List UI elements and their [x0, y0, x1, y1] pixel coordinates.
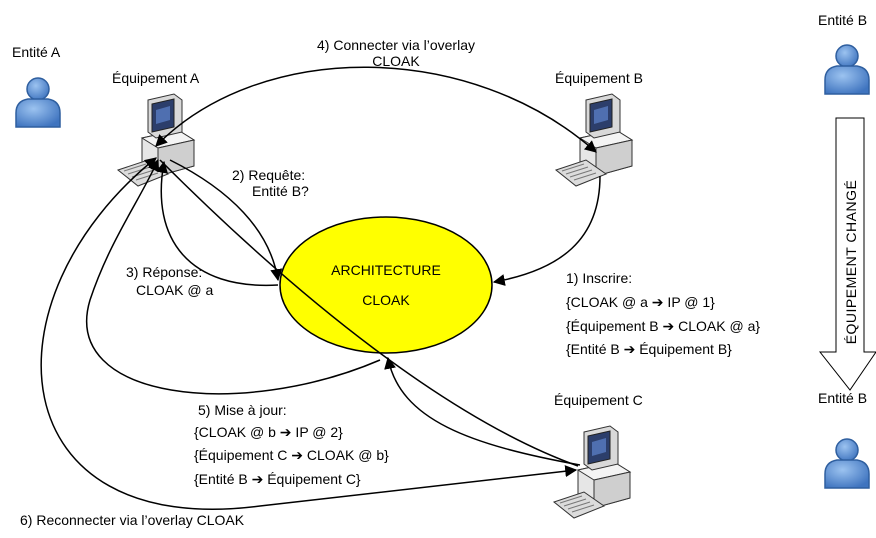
step5-line2: {Équipement C ➔ CLOAK @ b} [194, 447, 389, 463]
a-c-diagonal-line [159, 159, 579, 467]
entity-a-label: Entité A [12, 44, 61, 60]
step2-line1: 2) Requête: [232, 167, 306, 183]
step1-line3: {Entité B ➔ Équipement B} [566, 341, 732, 357]
entity-b-bottom-label: Entité B [818, 390, 868, 406]
entity-b-top-person-icon [824, 44, 870, 95]
step1-line1: {CLOAK @ a ➔ IP @ 1} [566, 294, 715, 310]
equipment-changed-arrow [818, 117, 876, 391]
step5-line1: {CLOAK @ b ➔ IP @ 2} [194, 424, 343, 440]
update-arrow [384, 356, 581, 466]
step5-line3: {Entité B ➔ Équipement C} [194, 471, 361, 487]
device-b-label: Équipement B [555, 70, 643, 86]
device-c-computer-icon [553, 425, 631, 519]
step6-label: 6) Reconnecter via l’overlay CLOAK [20, 512, 245, 528]
connect-overlay-arrow [155, 66, 597, 153]
architecture-line1: ARCHITECTURE [331, 262, 441, 278]
reconnect-overlay-arrow [40, 157, 578, 510]
step1-title: 1) Inscrire: [566, 270, 633, 286]
device-b-computer-icon [555, 93, 633, 187]
step5-title: 5) Mise à jour: [198, 402, 287, 418]
step1-line2: {Équipement B ➔ CLOAK @ a} [566, 318, 761, 334]
device-a-label: Équipement A [112, 70, 200, 86]
entity-a-person-icon [15, 77, 61, 128]
register-arrow [492, 175, 601, 286]
step3-line1: 3) Réponse: [126, 264, 203, 280]
device-a-computer-icon [117, 93, 195, 187]
architecture-ellipse [279, 216, 493, 354]
step4-line2: CLOAK [372, 53, 420, 69]
architecture-line2: CLOAK [362, 292, 410, 308]
step2-line2: Entité B? [252, 183, 309, 199]
entity-b-bottom-person-icon [824, 438, 870, 489]
step3-line2: CLOAK @ a [136, 282, 214, 298]
equipment-changed-label: ÉQUIPEMENT CHANGÉ [843, 179, 859, 345]
device-c-label: Équipement C [554, 392, 643, 408]
entity-b-top-label: Entité B [818, 12, 868, 28]
step4-line1: 4) Connecter via l’overlay [317, 37, 475, 53]
